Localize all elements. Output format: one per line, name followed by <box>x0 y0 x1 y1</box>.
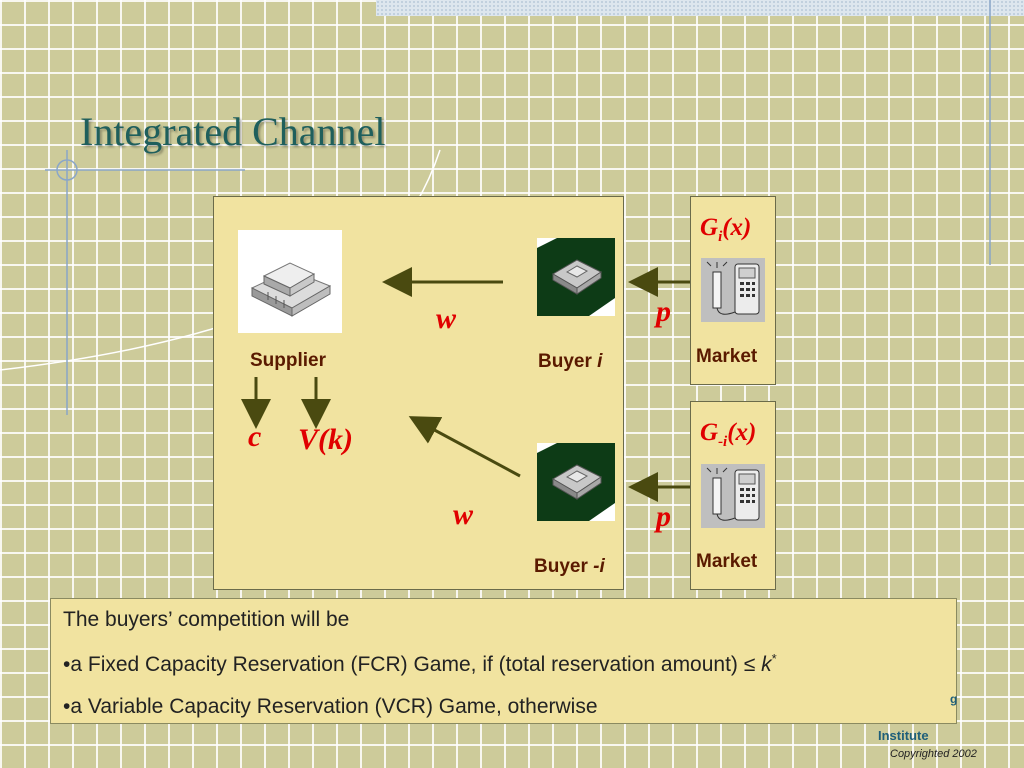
slide-title: Integrated Channel <box>80 109 386 154</box>
buyer-top-label: Buyer i <box>538 351 603 372</box>
text-line-fcr: •a Fixed Capacity Reservation (FCR) Game… <box>63 651 777 676</box>
p-price-top: p <box>656 295 671 328</box>
c-cost-label: c <box>248 420 262 453</box>
p-price-bottom: p <box>656 500 671 533</box>
text-line-intro: The buyers’ competition will be <box>63 608 350 631</box>
top-decor-band <box>376 0 1024 16</box>
text-line-vcr: •a Variable Capacity Reservation (VCR) G… <box>63 695 598 718</box>
copyright-text: Copyrighted 2002 <box>890 748 977 760</box>
logo-institute-text: Institute <box>878 728 929 743</box>
buyer-store-icon-top <box>537 238 615 316</box>
gi-function-label: Gi(x) <box>700 214 752 245</box>
explanation-text-box: The buyers’ competition will be •a Fixed… <box>50 598 957 724</box>
market-phone-icon-bottom <box>701 464 765 528</box>
buyer-store-icon-bottom <box>537 443 615 521</box>
w-price-top: w <box>436 302 457 335</box>
buyer-bottom-label: Buyer -i <box>534 556 605 577</box>
w-price-bottom: w <box>453 498 474 531</box>
market-bottom-label: Market <box>696 551 758 572</box>
logo-fragment: g <box>950 692 958 706</box>
market-top-label: Market <box>696 346 758 367</box>
supplier-label: Supplier <box>250 350 327 371</box>
g-minus-i-function-label: G-i(x) <box>700 419 757 450</box>
supplier-building-icon <box>238 230 342 333</box>
market-phone-icon-top <box>701 258 765 322</box>
vk-cost-label: V(k) <box>298 423 353 456</box>
